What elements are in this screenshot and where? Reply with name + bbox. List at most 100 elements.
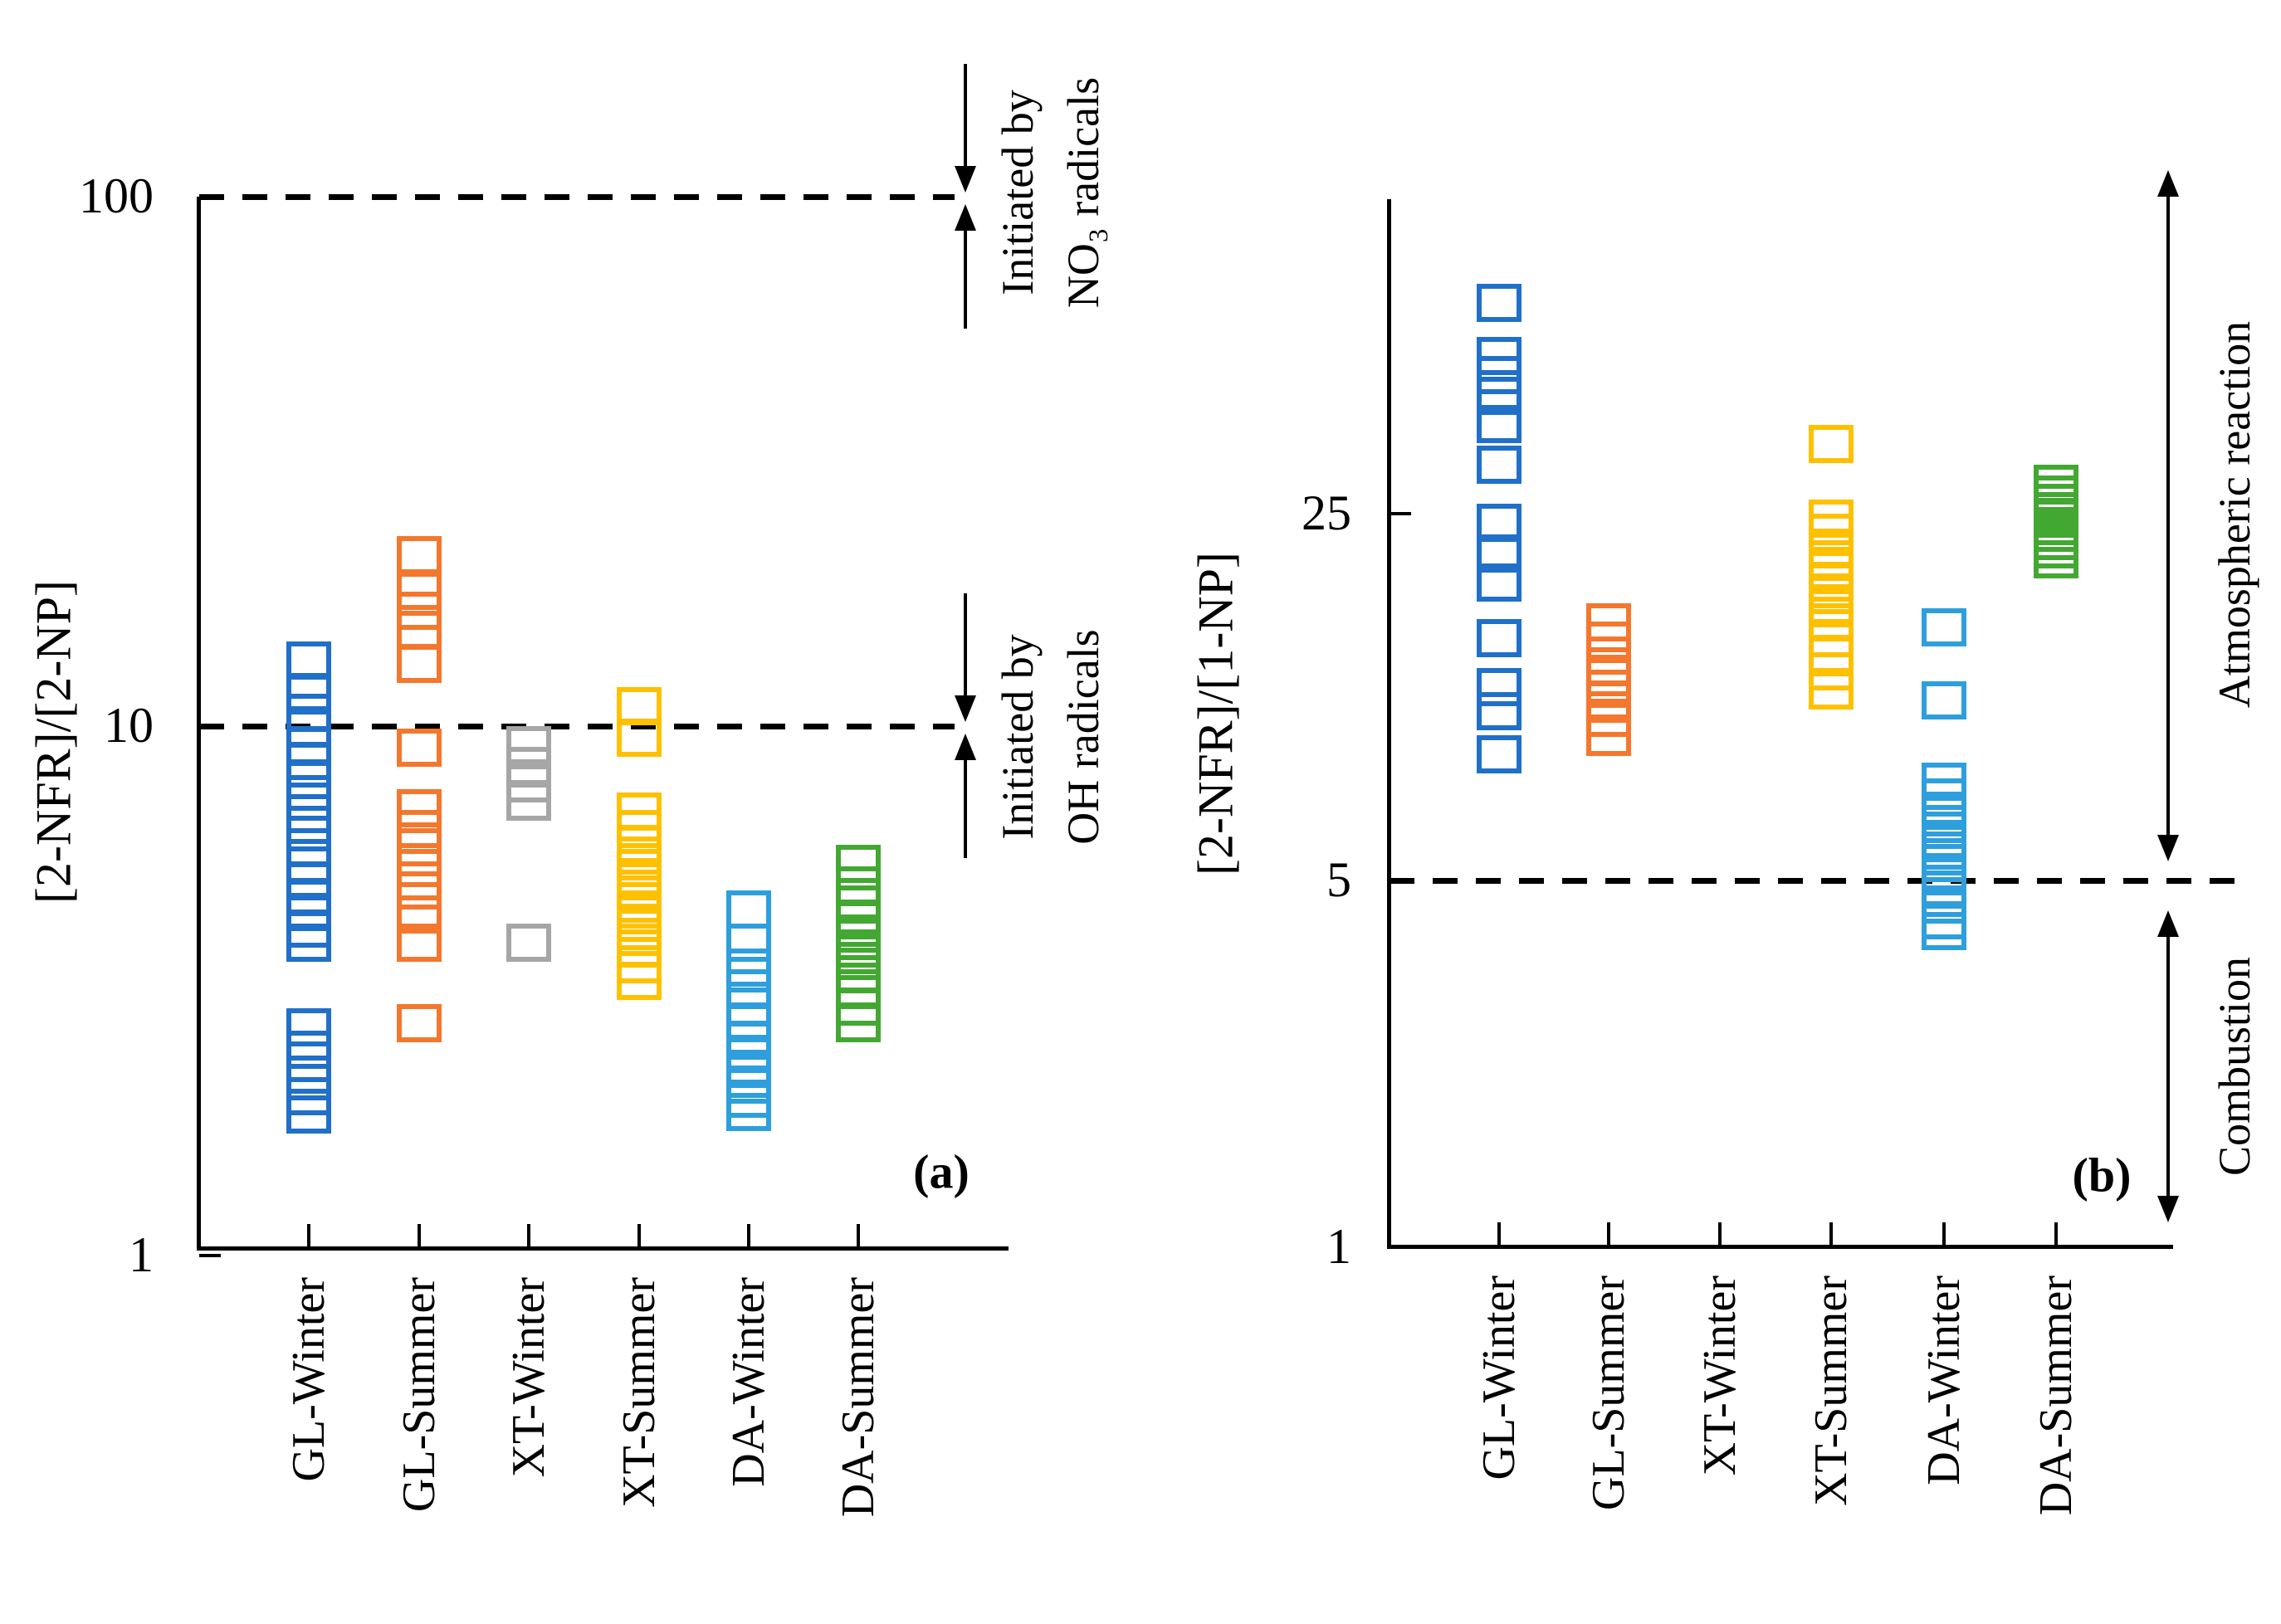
no3-upper-arrowhead-icon [955,166,976,193]
data-point-square [506,923,551,962]
panel-b-x-label-xt-winter: XT-Winter [1694,1275,1746,1476]
data-point-square [1477,692,1521,731]
data-point-square [1477,734,1521,773]
panel-a [0,0,1140,1624]
data-point-square [1586,717,1631,756]
panel-a-x-label-xt-summer: XT-Summer [613,1277,665,1508]
data-point-square [397,610,442,649]
panel-a-y-tick [199,1254,221,1257]
data-point-square [286,1030,331,1069]
panel-a-x-tick [747,1224,750,1247]
data-point-square [726,1092,771,1131]
panel-a-y-tick-label: 1 [129,1227,154,1282]
data-point-square [397,645,442,684]
panel-a-dashed-line-100 [199,194,955,200]
panel-b-y-tick [1390,512,1411,515]
panel-a-x-label-gl-summer: GL-Summer [393,1277,445,1513]
panel-a-y-axis [197,197,201,1249]
panel-a-x-axis [197,1246,1009,1251]
atmospheric-arrow-top-head-icon [2157,170,2179,197]
data-point-square [286,741,331,780]
combustion-arrow-top-head-icon [2157,910,2179,937]
no3-annotation-line1: Initiated by [993,90,1043,295]
panel-a-x-label-da-summer: DA-Summer [833,1277,884,1518]
data-point-square [836,844,881,883]
data-point-square [286,761,331,800]
panel-b-letter: (b) [2072,1148,2132,1202]
oh-lower-arrowhead-icon [955,734,976,760]
atmospheric-reaction-label: Atmospheric reaction [2210,320,2259,709]
data-point-square [726,948,771,987]
panel-b-x-tick [1607,1222,1610,1246]
data-point-square [2034,539,2078,578]
atmospheric-arrow-bottom-head-icon [2157,835,2179,861]
data-point-square [397,1003,442,1042]
data-point-square [1477,445,1521,484]
panel-a-y-tick-label: 10 [104,698,154,753]
data-point-square [1477,284,1521,323]
no3-lower-arrow-line [964,231,967,329]
panel-b-y-tick-label: 25 [1302,485,1351,540]
data-point-square [397,828,442,867]
panel-b-x-tick [1942,1222,1946,1246]
data-point-square [1477,376,1521,415]
data-point-square [397,788,442,827]
panel-a-x-tick [527,1224,530,1247]
oh-upper-arrow-line [964,593,967,700]
panel-a-x-tick [637,1224,641,1247]
panel-b-x-axis [1387,1245,2173,1249]
no3-upper-arrow-line [964,64,967,170]
data-point-square [286,672,331,711]
data-point-square [1477,504,1521,543]
data-point-square [397,871,442,910]
data-point-square [397,923,442,962]
oh-upper-arrowhead-icon [955,695,976,722]
data-point-square [1477,667,1521,706]
data-point-square [286,1055,331,1094]
panel-a-x-label-xt-winter: XT-Winter [503,1277,554,1478]
panel-a-x-label-da-winter: DA-Winter [723,1277,774,1487]
panel-a-y-tick-label: 100 [79,168,154,223]
data-point-square [397,895,442,934]
data-point-square [286,1007,331,1046]
combustion-arrow-line [2166,934,2170,1201]
panel-a-x-label-gl-winter: GL-Winter [283,1277,335,1482]
oh-annotation-line2: OH radicals [1058,629,1108,845]
panel-a-letter: (a) [913,1144,970,1199]
data-point-square [286,783,331,822]
panel-b-x-tick [1497,1222,1501,1246]
panel-b-x-label-gl-winter: GL-Winter [1473,1275,1525,1480]
data-point-square [506,726,551,765]
data-point-square [617,962,662,1001]
panel-a-x-tick [857,1224,860,1247]
panel-b-x-tick [1829,1222,1833,1246]
data-point-square [397,729,442,768]
data-point-square [286,1095,331,1134]
panel-b-dashed-line-5 [1390,878,2241,884]
atmospheric-arrow-line [2166,193,2170,837]
no3-lower-arrowhead-icon [955,204,976,231]
data-point-square [1477,405,1521,444]
data-point-square [286,806,331,845]
oh-annotation-line1: Initiated by [993,634,1043,840]
panel-b-y-tick-label: 5 [1326,852,1351,907]
data-point-square [1477,534,1521,573]
combustion-label: Combustion [2210,956,2259,1177]
data-point-square [1809,424,1854,463]
panel-b-x-label-da-winter: DA-Winter [1918,1275,1970,1485]
panel-a-x-tick [418,1224,421,1247]
oh-lower-arrow-line [964,760,967,858]
data-point-square [726,923,771,962]
data-point-square [617,719,662,758]
panel-b-y-tick-label: 1 [1326,1219,1351,1274]
data-point-square [506,783,551,822]
data-point-square [286,923,331,962]
panel-b-x-label-gl-summer: GL-Summer [1583,1275,1634,1511]
combustion-arrow-bottom-head-icon [2157,1196,2179,1222]
panel-b-y-axis [1387,199,1391,1247]
data-point-square [1477,355,1521,394]
panel-b-x-tick [2054,1222,2058,1246]
data-point-square [397,572,442,611]
data-point-square [397,536,442,575]
data-point-square [836,1003,881,1042]
